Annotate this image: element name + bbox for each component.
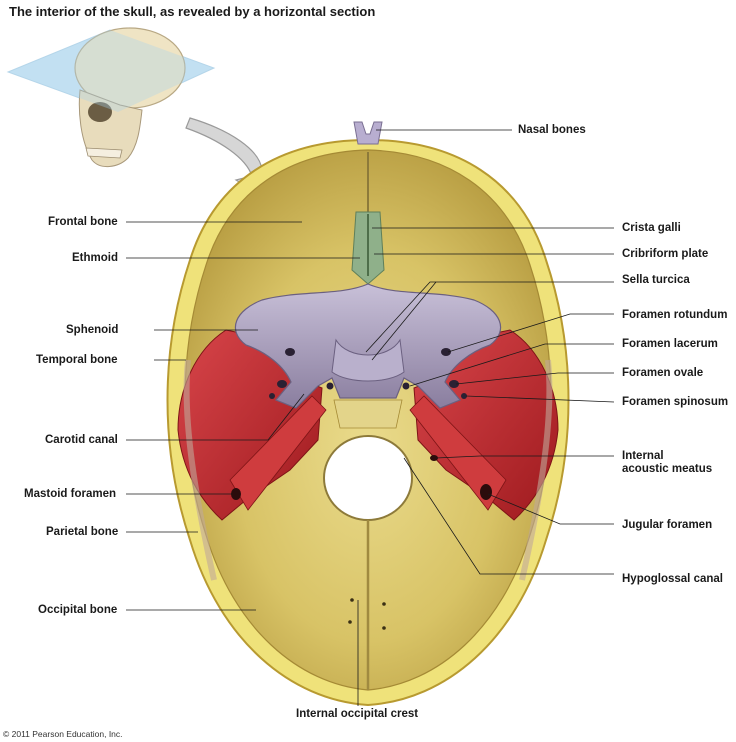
petrous-left (229, 395, 327, 511)
copyright-notice: © 2011 Pearson Education, Inc. (3, 729, 123, 739)
label-mastoid-foramen: Mastoid foramen (24, 488, 117, 500)
foramen-lacerum-left (326, 382, 334, 390)
sphenoid-bone (234, 283, 502, 409)
clivus (333, 399, 403, 429)
label-frontal-bone: Frontal bone (48, 216, 118, 228)
foramen-magnum (323, 435, 413, 521)
label-sphenoid: Sphenoid (66, 324, 119, 336)
foramen-lacerum-right (402, 382, 410, 390)
foramen-spinosum-right (461, 393, 467, 399)
petrous-right (409, 395, 507, 511)
label-hypoglossal-canal: Hypoglossal canal (622, 573, 723, 585)
jugular-foramen-hole (480, 484, 492, 500)
mastoid-foramen-hole (231, 488, 241, 500)
label-internal-acoustic-meatus-line1: Internal (622, 450, 664, 462)
label-jugular-foramen: Jugular foramen (622, 519, 713, 531)
label-foramen-ovale: Foramen ovale (622, 367, 704, 379)
figure-title: The interior of the skull, as revealed b… (9, 4, 376, 19)
left-suture (183, 359, 217, 581)
inset-skull-with-plane (6, 27, 216, 167)
label-temporal-bone: Temporal bone (36, 354, 118, 366)
sella-turcica-shape (331, 338, 405, 382)
label-foramen-spinosum: Foramen spinosum (622, 396, 729, 408)
label-foramen-rotundum: Foramen rotundum (622, 309, 728, 321)
nasal-bones-shape (353, 121, 383, 145)
section-plane-front (8, 30, 214, 112)
label-sella-turcica: Sella turcica (622, 274, 690, 286)
label-carotid-canal: Carotid canal (45, 434, 118, 446)
inset-teeth (85, 147, 123, 159)
label-parietal-bone: Parietal bone (46, 526, 119, 538)
label-internal-occipital-crest: Internal occipital crest (296, 708, 419, 720)
label-crista-galli: Crista galli (622, 222, 681, 234)
label-foramen-lacerum: Foramen lacerum (622, 338, 718, 350)
inset-orbit (88, 102, 112, 122)
foramen-rotundum-left (285, 348, 295, 356)
label-occipital-bone: Occipital bone (38, 604, 118, 616)
leader-lines (126, 129, 615, 706)
label-ethmoid: Ethmoid (72, 252, 118, 264)
right-suture (519, 359, 553, 581)
label-nasal-bones: Nasal bones (518, 124, 586, 136)
foramen-spinosum-left (269, 393, 275, 399)
foramen-ovale-left (277, 380, 287, 388)
label-internal-acoustic-meatus-line2: acoustic meatus (622, 463, 713, 475)
foramen-ovale-right (449, 380, 459, 388)
internal-acoustic-hole (430, 455, 438, 461)
label-cribriform-plate: Cribriform plate (622, 248, 709, 260)
foramen-rotundum-right (441, 348, 451, 356)
